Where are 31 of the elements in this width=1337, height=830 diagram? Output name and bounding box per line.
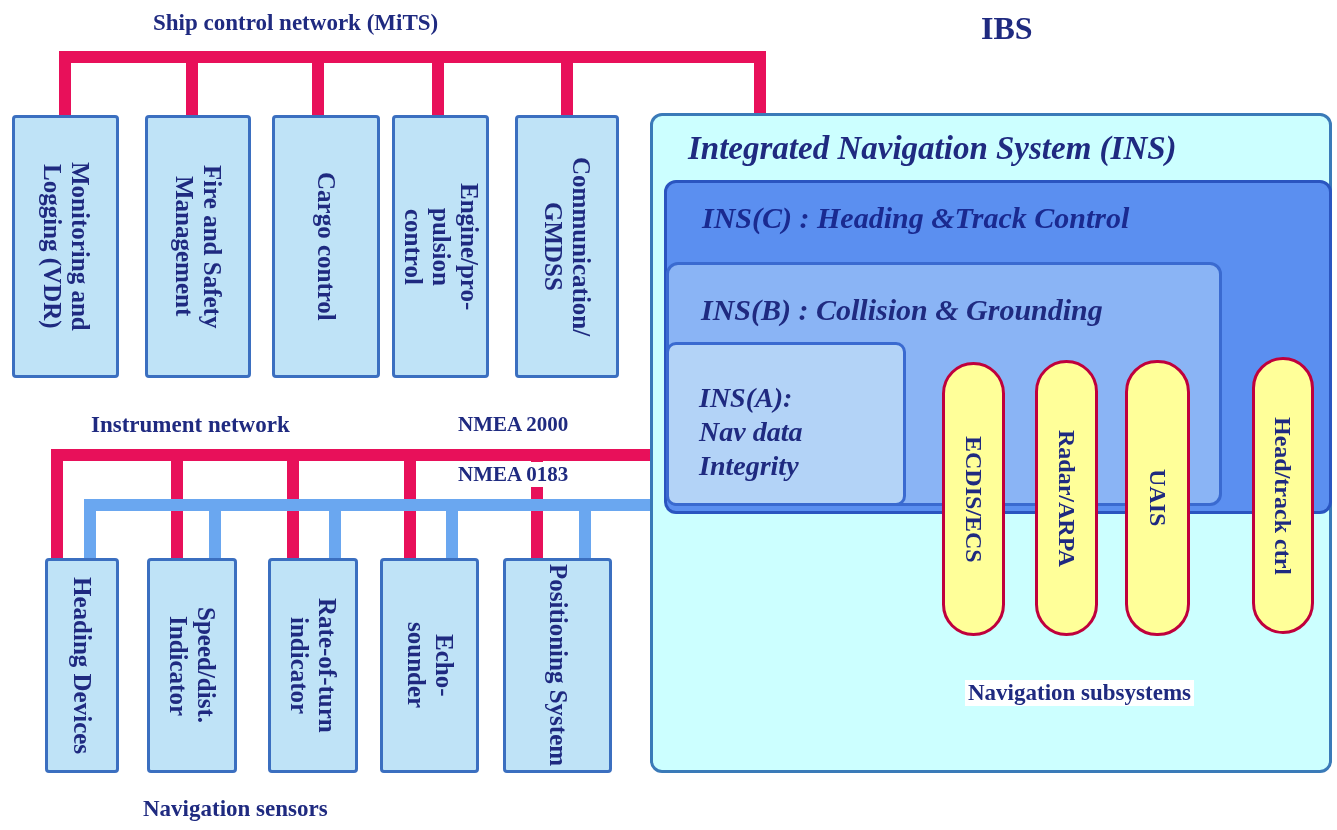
system-box [272,115,380,378]
system-box [515,115,619,378]
system-box [45,558,119,773]
box-label: INS(C) : Heading &Track Control [702,201,1130,235]
box-label: Engine/pro- pulsion control [398,181,483,313]
box-label: Echo- sounder [401,621,458,711]
system-box [392,115,489,378]
box-label: Head/track ctrl [1269,416,1297,575]
system-panel [650,113,1332,773]
box-label: ECDIS/ECS [959,435,988,563]
box-label: INS(B) : Collision & Grounding [701,293,1103,327]
box-label: UAIS [1143,469,1172,527]
system-box [147,558,237,773]
box-label: Radar/ARPA [1052,429,1081,567]
box-label: Positioning System [543,564,572,767]
system-box [12,115,119,378]
box-label: Rate-of-turn indicator [285,597,341,735]
box-label: Communication/ GMDSS [539,155,595,339]
system-box [380,558,479,773]
box-label: Fire and Safety Management [170,163,226,331]
group-label: Navigation subsystems [965,680,1194,706]
system-panel [666,342,906,506]
box-label: Integrated Navigation System (INS) [688,130,1177,167]
system-box [145,115,251,378]
system-box [503,558,612,773]
box-label: INS(A): Nav data Integrity [699,381,804,483]
box-label: Speed/dist. Indicator [164,606,220,726]
system-box [268,558,358,773]
box-label: Cargo control [312,172,340,321]
box-label: Heading Devices [68,576,96,755]
box-label: Monitoring and Logging (VDR) [37,161,94,333]
